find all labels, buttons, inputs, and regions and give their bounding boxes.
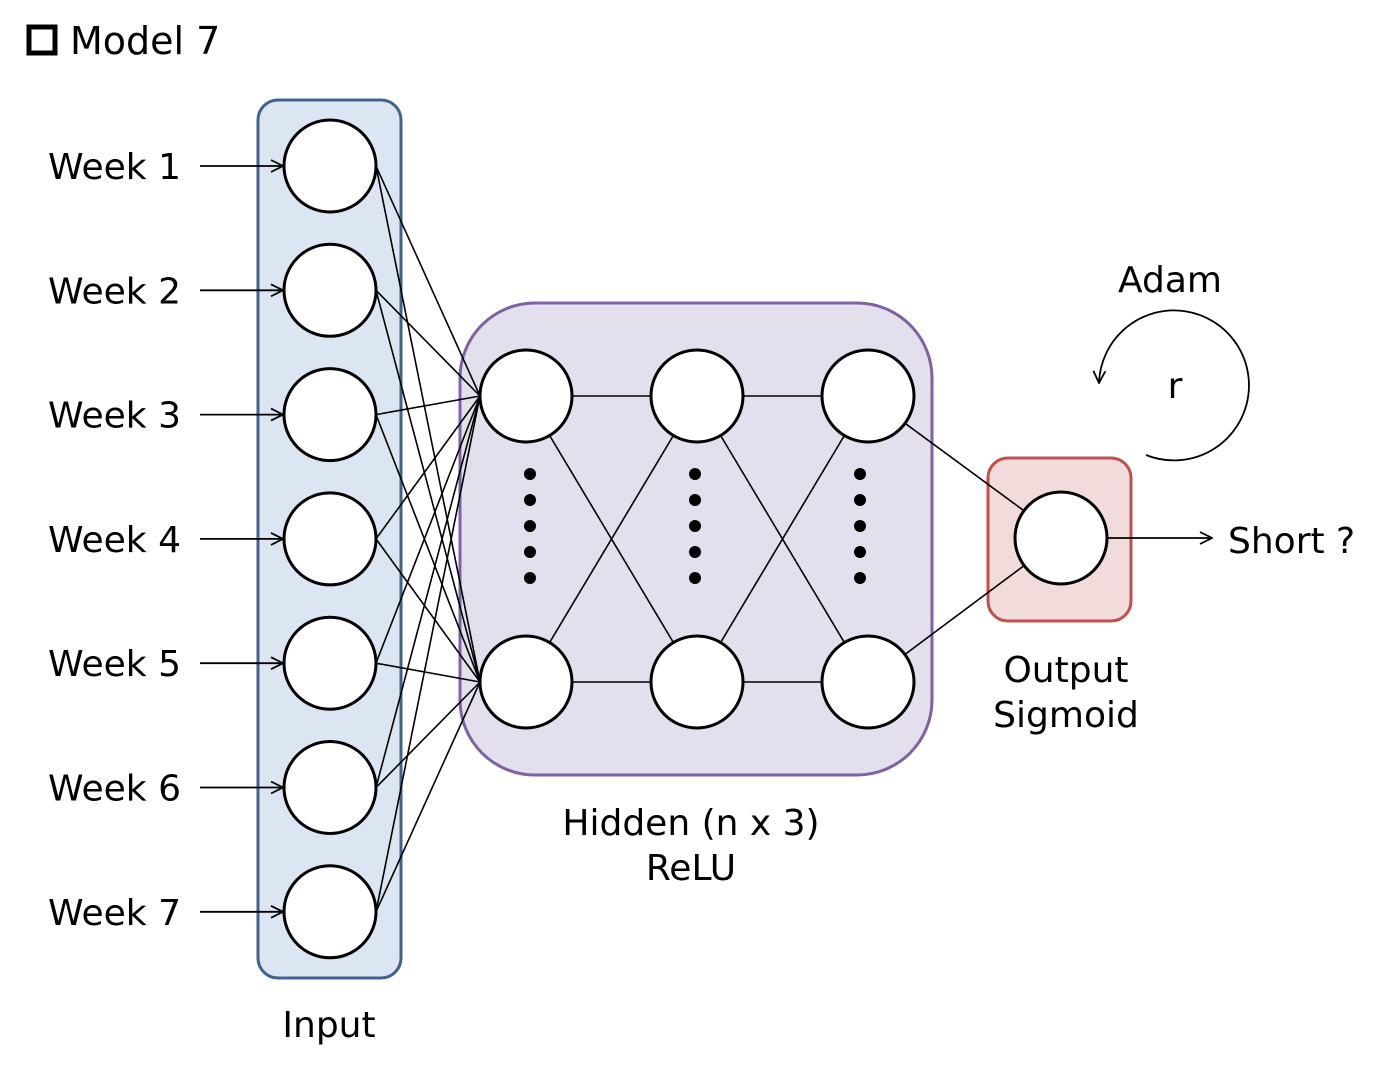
connection-hidden-2-3-bottom-top [696, 395, 869, 683]
connection-input-7-hidden-bottom [375, 681, 481, 913]
connection-input-5-hidden-bottom [375, 662, 481, 683]
ellipsis-dot-layer-3-5 [854, 572, 866, 584]
hidden-layer-box [458, 301, 934, 777]
connection-input-1-hidden-top [375, 165, 481, 397]
input-node-3 [282, 367, 378, 463]
week-label-5: Week 5 [48, 644, 181, 685]
ellipsis-dot-layer-3-1 [854, 468, 866, 480]
input-node-4 [282, 491, 378, 587]
input-node-5 [282, 615, 378, 711]
connection-input-6-hidden-top [375, 395, 481, 788]
ellipsis-dot-layer-1-1 [524, 468, 536, 480]
ellipsis-dot-layer-1-3 [524, 520, 536, 532]
ellipsis-dot-layer-2-3 [689, 520, 701, 532]
hidden-node-layer-2-top [649, 348, 745, 444]
week-label-1: Week 1 [48, 147, 181, 188]
optimizer-loop-icon [1099, 309, 1250, 462]
ellipsis-dot-layer-1-4 [524, 546, 536, 558]
connection-input-4-hidden-top [375, 395, 481, 540]
connection-input-5-hidden-top [375, 395, 481, 664]
connection-input-1-hidden-bottom [375, 165, 481, 683]
optimizer-name: Adam [1118, 260, 1222, 301]
connection-input-3-hidden-top [375, 395, 481, 416]
output-group-label-line2: Sigmoid [993, 695, 1139, 736]
square-icon [26, 24, 58, 56]
hidden-group-label-line2: ReLU [646, 848, 736, 889]
ellipsis-dot-layer-1-5 [524, 572, 536, 584]
connections [375, 165, 1062, 913]
hidden-node-layer-1-top [478, 348, 574, 444]
hidden-ellipsis [524, 468, 866, 584]
ellipsis-dot-layer-3-4 [854, 546, 866, 558]
output-node [1013, 490, 1109, 586]
connection-hidden-1-2-bottom-top [525, 395, 698, 683]
week-label-4: Week 4 [48, 520, 181, 561]
ellipsis-dot-layer-2-4 [689, 546, 701, 558]
connection-input-2-hidden-bottom [375, 290, 481, 683]
ellipsis-dot-layer-3-2 [854, 494, 866, 506]
week-label-2: Week 2 [48, 271, 181, 312]
nodes [282, 118, 1109, 960]
week-label-6: Week 6 [48, 769, 181, 810]
model-title-text: Model 7 [70, 19, 220, 63]
connection-input-4-hidden-bottom [375, 538, 481, 683]
ellipsis-dot-layer-1-2 [524, 494, 536, 506]
ellipsis-dot-layer-2-2 [689, 494, 701, 506]
week-label-7: Week 7 [48, 893, 181, 934]
hidden-group-label-line1: Hidden (n x 3) [562, 803, 819, 844]
optimizer-symbol: r [1168, 366, 1183, 407]
hidden-node-layer-3-bottom [820, 634, 916, 730]
connection-input-3-hidden-bottom [375, 414, 481, 683]
ellipsis-dot-layer-2-1 [689, 468, 701, 480]
input-node-6 [282, 740, 378, 835]
ellipsis-dot-layer-3-3 [854, 520, 866, 532]
input-group-label: Input [282, 1005, 375, 1046]
hidden-node-layer-3-top [820, 348, 916, 444]
connection-input-6-hidden-bottom [375, 681, 481, 789]
input-node-7 [282, 864, 378, 960]
input-node-2 [282, 242, 378, 338]
input-arrows [200, 166, 283, 912]
hidden-node-layer-1-bottom [478, 634, 574, 730]
input-node-1 [282, 118, 378, 214]
connection-input-2-hidden-top [375, 289, 481, 397]
week-labels: Week 1 Week 2 Week 3 Week 4 Week 5 Week 6 Week… [48, 147, 181, 934]
output-group-label-line1: Output [1003, 650, 1128, 691]
output-result-label: Short ? [1228, 521, 1355, 562]
model-title: Model 7 [26, 19, 220, 63]
connection-input-7-hidden-top [375, 395, 481, 912]
hidden-node-layer-2-bottom [649, 634, 745, 730]
week-label-3: Week 3 [48, 396, 181, 437]
ellipsis-dot-layer-2-5 [689, 572, 701, 584]
